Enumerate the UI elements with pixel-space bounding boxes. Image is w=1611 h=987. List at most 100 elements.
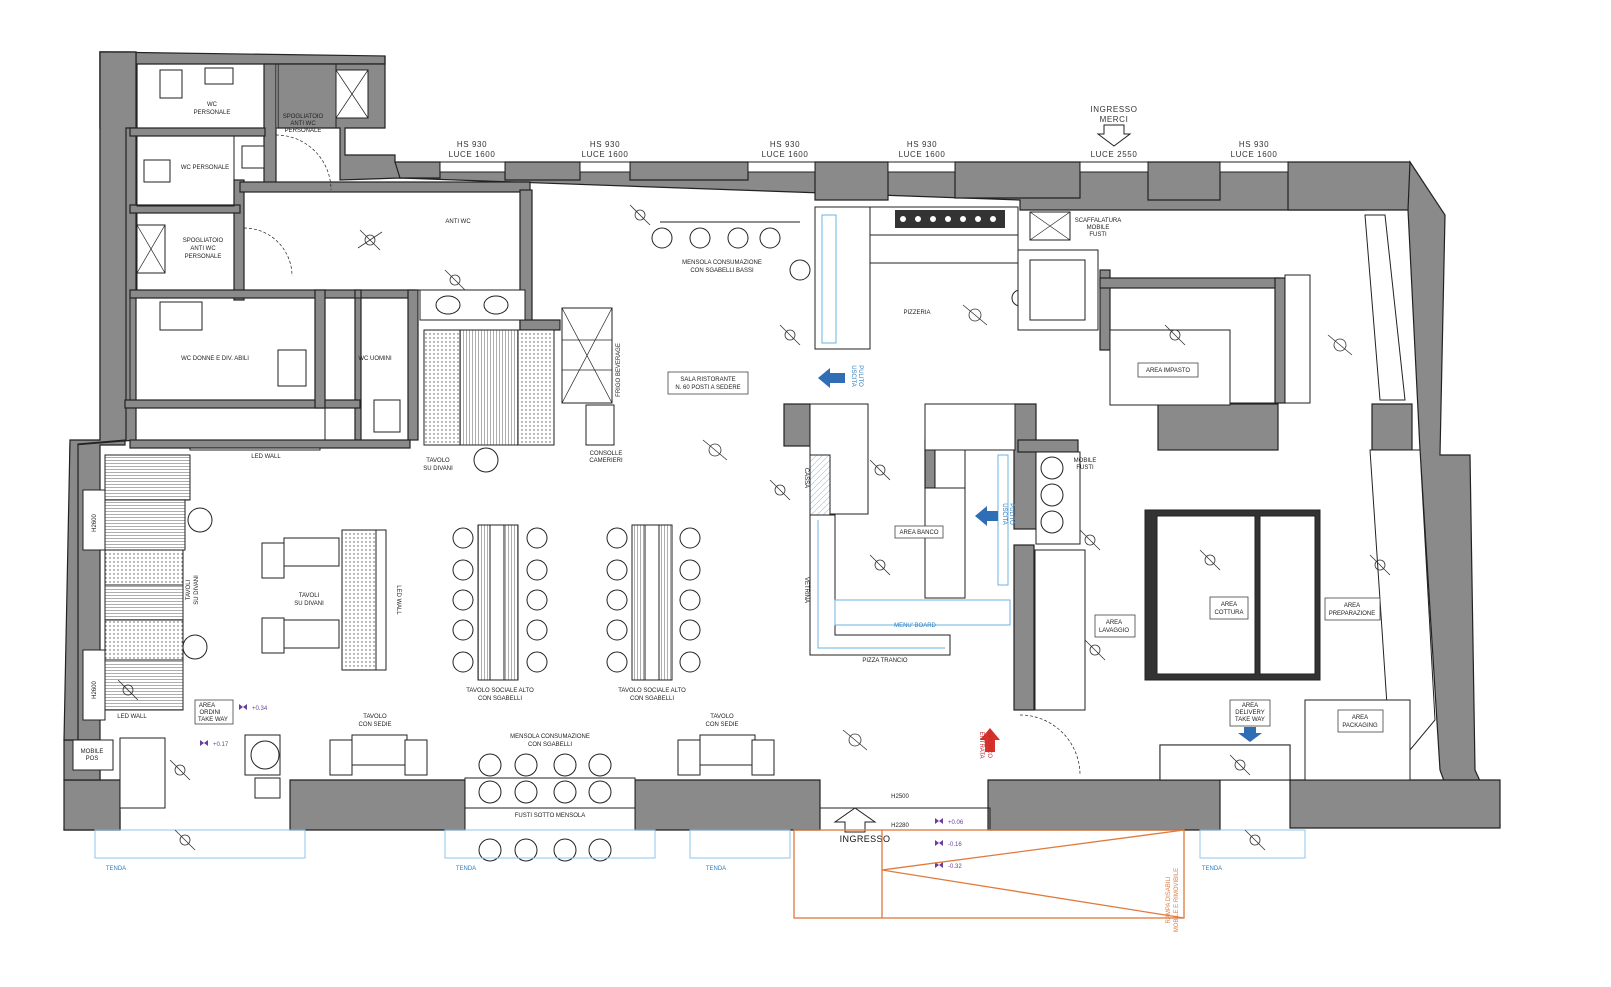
window-4-luce: LUCE 1600: [899, 150, 946, 159]
mobile-fusti-label: MOBILE: [1074, 458, 1097, 464]
window-2-hs: HS 930: [590, 140, 620, 149]
person-icon: [1164, 324, 1186, 346]
uscita-pulito-label-2: PULITO: [857, 365, 863, 387]
person-icon: [702, 439, 728, 461]
tavoli-divani-center-label: TAVOLI: [299, 593, 320, 599]
entrance-arrow-icon: [833, 807, 877, 833]
consolle-icon: [585, 404, 615, 446]
area-delivery-label: AREA: [1242, 703, 1258, 709]
window-1-luce: LUCE 1600: [449, 150, 496, 159]
social-table-2: TAVOLO SOCIALE ALTO CON SGABELLI: [606, 524, 701, 702]
tavolo-sedie-2-label-2: CON SEDIE: [705, 722, 738, 728]
accessible-toilet-icon: [277, 349, 307, 387]
h2280-label: H2280: [891, 823, 909, 829]
level-marker-icon: [239, 704, 247, 710]
consolle-label: CONSOLLE: [590, 451, 623, 457]
mobile-fusti: MOBILE FUSTI: [1035, 451, 1097, 545]
sala-label-2: N. 60 POSTI A SEDERE: [675, 385, 740, 391]
delivery-arrow-icon: [1238, 727, 1262, 742]
goods-entrance-label-2: MERCI: [1100, 115, 1129, 124]
area-ordini-label: AREA: [199, 703, 215, 709]
window-1: HS 930 LUCE 1600: [439, 140, 506, 173]
scaffalatura-label-3: FUSTI: [1089, 232, 1107, 238]
area-banco-label: AREA BANCO: [899, 530, 938, 536]
person-icon: [842, 729, 868, 751]
wc-personale-mid-label: WC PERSONALE: [181, 165, 229, 171]
person-icon: [1244, 829, 1266, 851]
rampa-label-2: MOBILE E RIMOVIBILE: [1174, 868, 1180, 932]
window-2-luce: LUCE 1600: [582, 150, 629, 159]
entry-dirty: ENTRATA SPORCO: [978, 714, 1081, 776]
person-icon: [174, 829, 196, 851]
person-icon: [769, 479, 791, 501]
spogliatoio-mid-label: SPOGLIATOIO: [183, 238, 224, 244]
goods-entrance-label: INGRESSO: [1090, 105, 1137, 114]
person-icon: [1327, 334, 1353, 356]
urinal-icon: [373, 399, 401, 433]
window-3-hs: HS 930: [770, 140, 800, 149]
banco-area: CASSA AREA BANCO VETRINA MENU' BOARD PIZ…: [803, 403, 1016, 664]
rampa-label: RAMPA DISABILI: [1166, 876, 1172, 923]
person-icon: [1199, 549, 1221, 571]
area-impasto-label: AREA IMPASTO: [1146, 368, 1190, 374]
exit-arrow-icon: [818, 368, 845, 388]
anti-wc-label: ANTI WC: [445, 219, 471, 225]
table-chairs-2: TAVOLO CON SEDIE: [677, 714, 775, 776]
mensola-top: MENSOLA CONSUMAZIONE CON SGABELLI BASSI: [651, 221, 811, 281]
mobile-fusti-label-2: FUSTI: [1076, 465, 1094, 471]
spogliatoio-top-label-2: ANTI WC: [290, 121, 316, 127]
exit-clean-1: USCITA PULITO: [818, 365, 863, 388]
wc-personale-top-label-2: PERSONALE: [194, 110, 231, 116]
uscita-pulito-2-label: USCITA: [1001, 503, 1007, 525]
entry-dirty-arrow-icon: [980, 728, 1000, 752]
cassa-label: CASSA: [803, 468, 809, 488]
uscita-pulito-label: USCITA: [850, 365, 856, 387]
level-marker-icon: [935, 840, 943, 846]
area-ordini-label-3: TAKE WAY: [198, 717, 228, 723]
area-cottura-label-2: COTTURA: [1215, 610, 1244, 616]
tenda-3-label: TENDA: [706, 866, 726, 872]
tavoli-divani-left-label: TAVOLI: [186, 579, 192, 600]
window-2: HS 930 LUCE 1600: [579, 140, 631, 173]
person-icon: [444, 269, 466, 291]
scaffalatura-label: SCAFFALATURA: [1075, 218, 1122, 224]
mensola-top-label-2: CON SGABELLI BASSI: [690, 268, 754, 274]
spogliatoio-mid-label-3: PERSONALE: [185, 254, 222, 260]
exit-clean-2: USCITA PULITO: [975, 503, 1014, 526]
main-entrance: H2500 H2280 INGRESSO +0.06 -0.16 -0.32: [819, 794, 991, 870]
center-divani-tables: TAVOLI SU DIVANI LED WALL: [261, 529, 401, 671]
h2600-a-label: H2600: [92, 514, 98, 532]
level-marker-icon: [935, 818, 943, 824]
kitchen: AREA LAVAGGIO AREA COTTURA AREA PREPARAZ…: [1034, 449, 1436, 781]
vetrina-label: VETRINA: [803, 577, 809, 603]
mensola-bottom: MENSOLA CONSUMAZIONE CON SGABELLI FUSTI …: [464, 734, 636, 862]
window-5-hs: HS 930: [1239, 140, 1269, 149]
tavoli-divani-left-label-2: SU DIVANI: [194, 575, 200, 605]
area-delivery-label-3: TAKE WAY: [1235, 717, 1265, 723]
fusti-sotto-label: FUSTI SOTTO MENSOLA: [515, 813, 586, 819]
tavolo-alto-1-label: TAVOLO SOCIALE ALTO: [466, 688, 534, 694]
level-marker-icon: [935, 862, 943, 868]
window-5-luce: LUCE 1600: [1231, 150, 1278, 159]
uscita-pulito-2-label-2: PULITO: [1008, 503, 1014, 525]
frigo-beverage-label: FRIGO BEVERAGE: [616, 343, 622, 397]
person-icon: [1369, 554, 1391, 576]
mensola-bottom-label: MENSOLA CONSUMAZIONE: [510, 734, 590, 740]
led-wall-bottom-label: LED WALL: [117, 714, 147, 720]
tavolo-sedie-2-label: TAVOLO: [710, 714, 734, 720]
tavoli-divani-center-label-2: SU DIVANI: [294, 601, 324, 607]
mobile-pos-label: MOBILE: [81, 749, 104, 755]
disabled-ramp: RAMPA DISABILI MOBILE E RIMOVIBILE: [793, 829, 1185, 932]
sink-icon-2: [241, 145, 265, 169]
left-booths: LED WALL H2600 H2600 TAVOLI SU DIVANI LE…: [82, 447, 321, 721]
person-icon: [962, 304, 988, 326]
h2500-label: H2500: [891, 794, 909, 800]
sala-ristorante-label: SALA RISTORANTE N. 60 POSTI A SEDERE: [667, 371, 749, 395]
person-icon: [869, 459, 891, 481]
area-packaging-label-2: PACKAGING: [1342, 723, 1378, 729]
h2600-b-label: H2600: [92, 681, 98, 699]
person-icon: [169, 759, 191, 781]
tavolo-alto-1-label-2: CON SGABELLI: [478, 696, 522, 702]
goods-entrance-luce: LUCE 2550: [1091, 150, 1138, 159]
window-4-hs: HS 930: [907, 140, 937, 149]
